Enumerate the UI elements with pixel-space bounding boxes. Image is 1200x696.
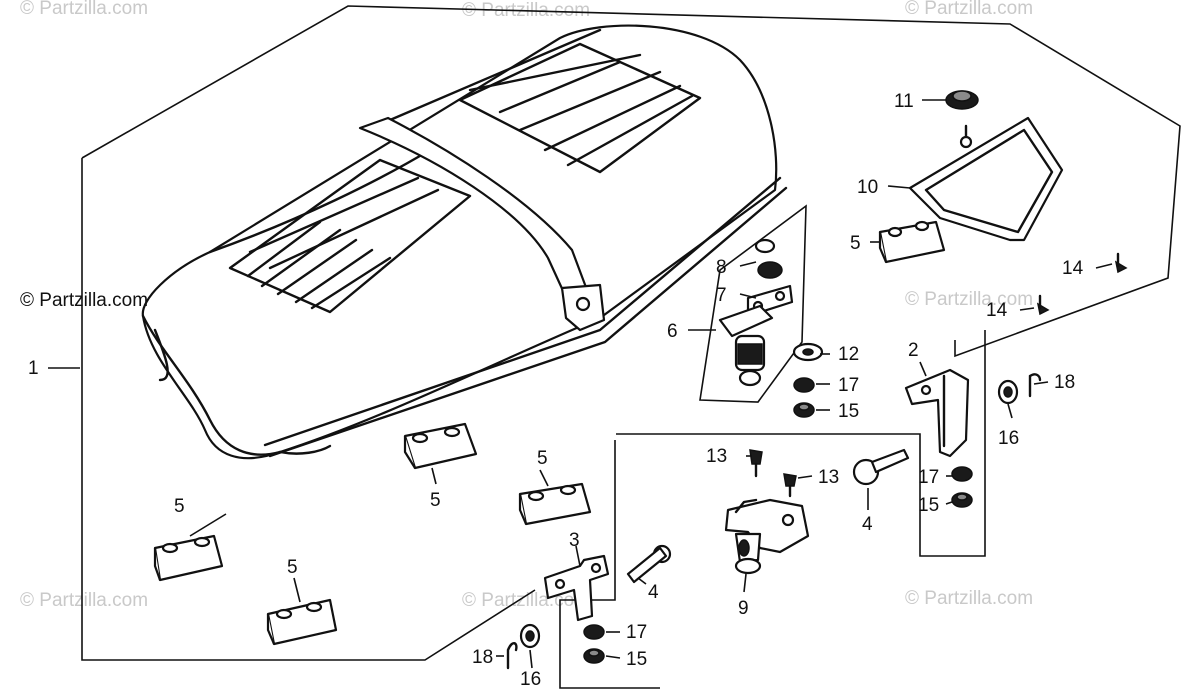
watermark-text: © Partzilla.com [20,0,148,19]
assembly-outline [81,5,1181,661]
nut-15 [793,402,815,418]
seat [141,24,788,460]
washer-17 [583,624,605,640]
callout-8: 8 [716,257,727,278]
sub-assembly-outline-9 [616,330,986,557]
callout-13: 13 [706,446,727,467]
callout-3: 3 [569,530,580,551]
callout-7: 7 [716,285,727,306]
pin-18 [506,642,518,670]
clip-14 [1114,252,1128,274]
leader-lines [48,99,1113,669]
callout-13: 13 [818,467,839,488]
washer-17 [793,377,815,393]
callout-14: 14 [1062,258,1084,279]
callout-5: 5 [287,557,298,578]
callout-5: 5 [537,448,548,469]
callout-11: 11 [894,91,914,112]
callout-4: 4 [648,582,659,603]
callout-5: 5 [850,233,861,254]
watermark-text: © Partzilla.com [905,588,1033,609]
brand-watermark: © Partzilla.com [20,290,148,311]
callout-4: 4 [862,514,873,535]
callout-1: 1 [28,358,39,379]
callout-18: 18 [1054,372,1075,393]
watermark-text: © Partzilla.com [905,289,1033,310]
watermark-text: © Partzilla.com [20,590,148,611]
nut-15 [951,492,973,508]
rubber-block-5 [518,482,592,526]
bracket-2 [904,368,970,458]
callout-16: 16 [998,428,1019,449]
seat-catch-9 [724,498,810,575]
callout-15: 15 [626,649,647,670]
pin-18 [1028,373,1042,398]
callout-17: 17 [626,622,647,643]
washer-16 [997,379,1019,405]
bracket-3 [543,554,610,622]
callout-12: 12 [838,344,859,365]
callout-6: 6 [667,321,678,342]
washer-16 [519,623,541,649]
screw-13 [749,449,763,478]
callout-16: 16 [520,669,541,690]
rubber-block-5 [878,220,946,264]
callout-14: 14 [986,300,1008,321]
callout-2: 2 [908,340,919,361]
clip-14 [1036,294,1050,316]
cap-11 [945,90,979,110]
rubber-block-5 [403,422,478,470]
washer-17 [951,466,973,482]
callout-9: 9 [738,598,749,619]
washer-12 [792,342,824,362]
watermark-text: © Partzilla.com [905,0,1033,19]
callout-10: 10 [857,177,878,198]
screw-13 [783,473,797,498]
callout-5: 5 [430,490,441,511]
pin-4 [852,448,910,486]
rubber-block-5 [153,534,224,582]
pin-4 [626,544,672,584]
callout-15: 15 [918,495,939,516]
rubber-block-5 [266,598,338,646]
nut-15 [583,648,605,664]
seat-lock-6 [718,238,794,387]
callout-labels: 1 5 5 5 5 5 6 7 8 11 10 14 14 12 17 15 2… [28,91,1084,690]
tray-10 [908,116,1064,242]
callout-15: 15 [838,401,859,422]
callout-17: 17 [838,375,859,396]
callout-18: 18 [472,647,493,668]
sub-assembly-outline-3 [559,440,660,689]
callout-5: 5 [174,496,185,517]
sub-assembly-outline-6 [699,204,807,403]
callout-17: 17 [918,467,939,488]
